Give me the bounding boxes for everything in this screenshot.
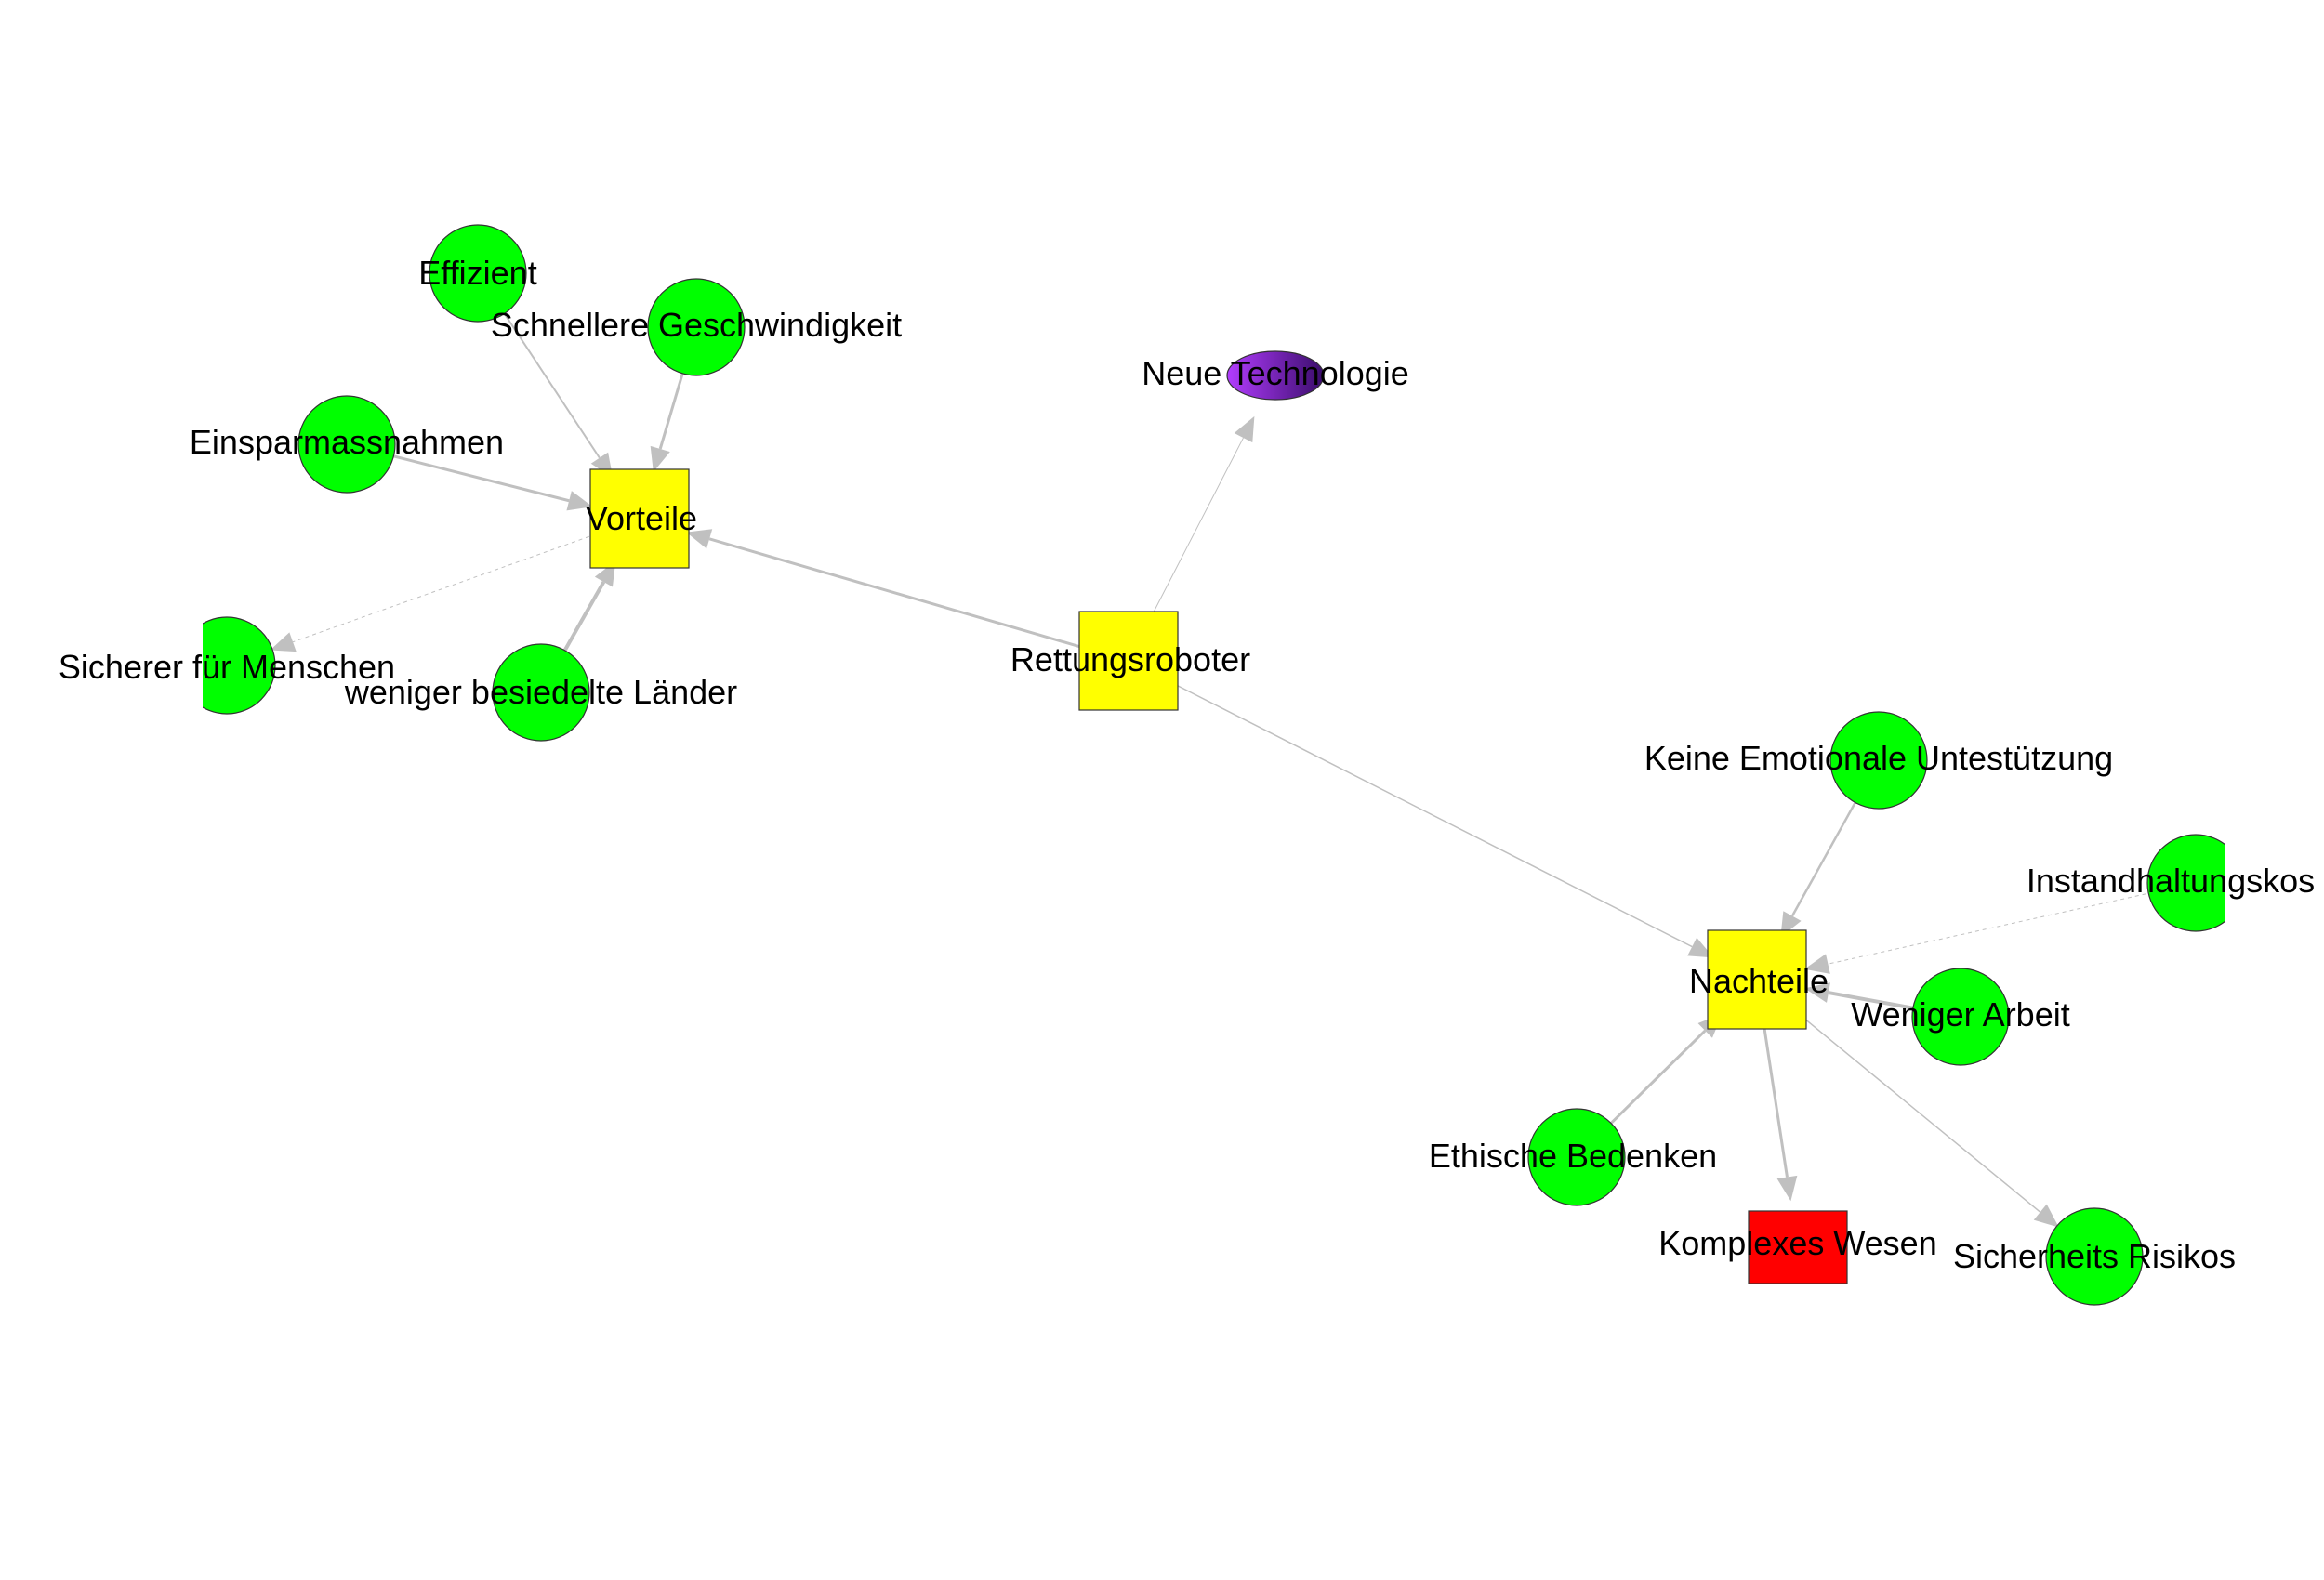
label-weniger-besiedelte-laender: weniger besiedelte Länder [344, 673, 737, 711]
arrowhead-vorteile [686, 529, 713, 549]
edge-vorteile-to-sicherer-fuer-menschen [292, 533, 597, 643]
arrowhead-komplexes-wesen [1776, 1175, 1798, 1202]
label-ethische-bedenken: Ethische Bedenken [1429, 1137, 1717, 1175]
arrowhead-neue-technologie [1234, 415, 1255, 443]
edges-layer [270, 309, 2154, 1228]
edge-schnellere-geschwindigkeit-to-vorteile [658, 368, 686, 450]
node-ethische-bedenken[interactable] [1527, 1108, 1626, 1206]
node-neue-technologie[interactable] [1226, 350, 1325, 401]
node-instandhaltungskos[interactable] [2146, 834, 2244, 932]
arrowhead-vorteile [650, 445, 670, 472]
edge-keine-emotionale-untestuetzung-to-nachteile [1790, 797, 1859, 917]
label-rettungsroboter: Rettungsroboter [1010, 640, 1250, 678]
arrowhead-sicherer-fuer-menschen [270, 632, 297, 652]
edge-rettungsroboter-to-nachteile [1169, 680, 1693, 948]
edge-nachteile-to-komplexes-wesen [1762, 1024, 1789, 1178]
label-effizient: Effizient [418, 254, 536, 292]
edge-rettungsroboter-to-vorteile [708, 537, 1085, 650]
label-sicherheits-risikos: Sicherheits Risikos [1953, 1237, 2236, 1275]
label-neue-technologie: Neue Technologie [1142, 354, 1409, 392]
nodes-layer [178, 224, 2244, 1306]
node-einsparmassnahmen[interactable] [297, 395, 396, 494]
node-vorteile[interactable] [589, 468, 690, 569]
label-komplexes-wesen: Komplexes Wesen [1658, 1224, 1936, 1262]
label-instandhaltungskos: Instandhaltungskos [2027, 862, 2315, 900]
node-schnellere-geschwindigkeit[interactable] [647, 278, 746, 376]
arrowhead-sicherheits-risikos [2033, 1204, 2059, 1228]
node-keine-emotionale-untestuetzung[interactable] [1829, 711, 1928, 810]
node-sicherer-fuer-menschen[interactable] [178, 616, 276, 715]
arrowhead-vorteile [566, 491, 593, 511]
node-weniger-arbeit[interactable] [1911, 968, 2010, 1066]
node-sicherheits-risikos[interactable] [2045, 1207, 2144, 1306]
node-effizient[interactable] [429, 224, 527, 323]
arrowhead-nachteile [1804, 982, 1830, 1003]
label-einsparmassnahmen: Einsparmassnahmen [190, 423, 504, 461]
node-nachteile[interactable] [1707, 929, 1807, 1030]
edge-instandhaltungskos-to-nachteile [1828, 891, 2154, 965]
node-weniger-besiedelte-laender[interactable] [492, 643, 590, 742]
edge-weniger-arbeit-to-nachteile [1828, 991, 1919, 1011]
label-keine-emotionale-untestuetzung: Keine Emotionale Untestützung [1644, 739, 2113, 777]
arrowhead-nachteile [1804, 954, 1830, 974]
label-schnellere-geschwindigkeit: Schnellere Geschwindigkeit [491, 306, 902, 344]
edge-effizient-to-vorteile [500, 309, 601, 459]
edge-rettungsroboter-to-neue-technologie [1149, 437, 1244, 621]
edge-weniger-besiedelte-laender-to-vorteile [561, 581, 606, 656]
label-vorteile: Vorteile [586, 499, 697, 537]
label-weniger-arbeit: Weniger Arbeit [1851, 995, 2069, 1034]
edge-ethische-bedenken-to-nachteile [1606, 1029, 1707, 1128]
arrowhead-nachteile [1687, 937, 1714, 958]
node-komplexes-wesen[interactable] [1748, 1210, 1848, 1284]
label-nachteile: Nachteile [1689, 962, 1829, 1000]
node-rettungsroboter[interactable] [1078, 611, 1179, 711]
edge-einsparmassnahmen-to-vorteile [388, 454, 570, 503]
edge-nachteile-to-sicherheits-risikos [1791, 1007, 2041, 1213]
label-sicherer-fuer-menschen: Sicherer für Menschen [59, 648, 395, 686]
